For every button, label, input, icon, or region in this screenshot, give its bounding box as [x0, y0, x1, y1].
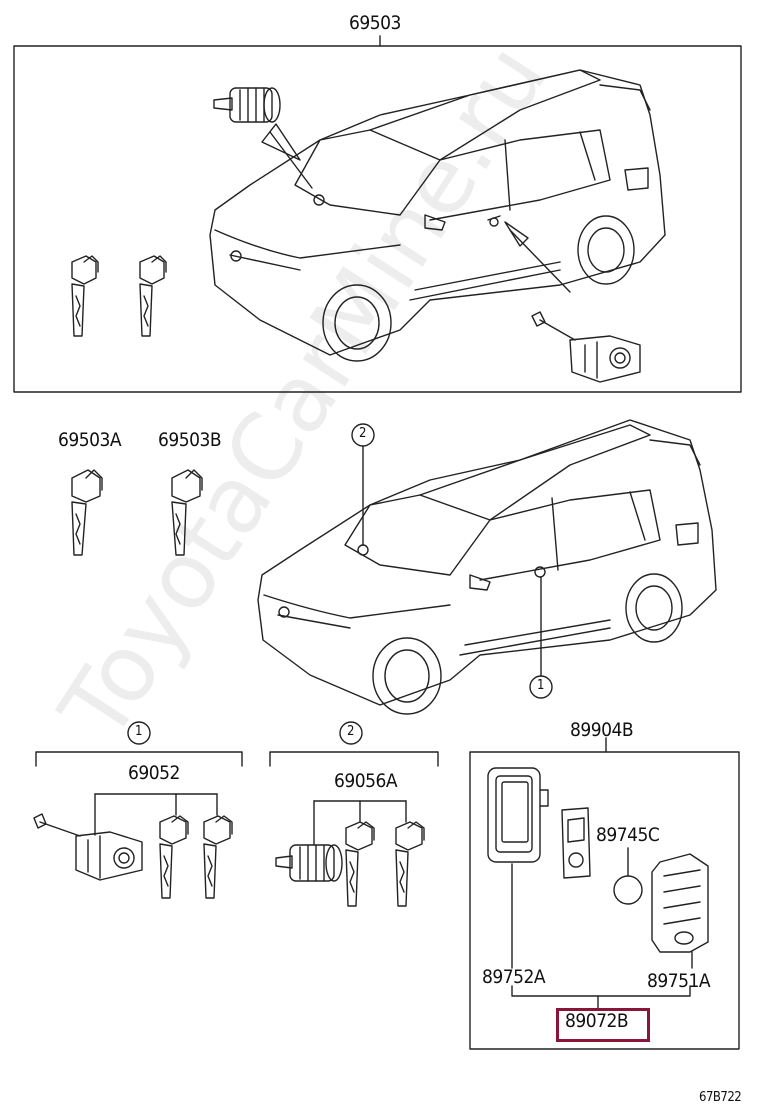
callout-1-circle	[529, 675, 553, 699]
group2-key-2	[395, 821, 425, 907]
label-69052[interactable]: 69052	[128, 762, 180, 784]
top-lock-cylinder	[213, 87, 281, 123]
figure-code: 67B722	[699, 1090, 742, 1105]
transmitter-bracket	[511, 985, 691, 997]
group1-bracket	[35, 751, 243, 767]
label-89904b[interactable]: 89904B	[570, 719, 634, 741]
smartkey-case	[487, 767, 549, 863]
smartkey-frame	[469, 751, 740, 1050]
callout-2-circle	[351, 423, 375, 447]
label-89072b[interactable]: 89072B	[565, 1010, 629, 1032]
group2-number: 2	[347, 724, 354, 739]
mechanical-key-insert	[561, 807, 591, 879]
battery-coin	[613, 875, 643, 905]
group1-circle	[127, 721, 151, 745]
label-69056a[interactable]: 69056A	[334, 770, 398, 792]
top-car-illustration	[209, 69, 666, 362]
transmitter-highlight-box	[556, 1008, 650, 1042]
label-69503a[interactable]: 69503A	[58, 429, 122, 451]
group2-leaders	[313, 800, 407, 846]
group2-bracket	[269, 751, 439, 767]
callout-1-number: 1	[537, 678, 544, 693]
label-89751a[interactable]: 89751A	[647, 970, 711, 992]
label-89752a[interactable]: 89752A	[482, 966, 546, 988]
arrow-door	[509, 229, 571, 293]
middle-car-illustration	[257, 419, 717, 715]
group1-key-1	[159, 815, 189, 899]
label-69503b[interactable]: 69503B	[158, 429, 222, 451]
group1-leaders	[94, 793, 218, 836]
callout-2-number: 2	[359, 426, 366, 441]
smartkey-remote	[651, 853, 709, 953]
group1-key-2	[203, 815, 233, 899]
label-69503[interactable]: 69503	[349, 12, 401, 34]
arrow-ignition	[269, 131, 313, 189]
mid-key-b	[171, 469, 203, 556]
group1-door-lock	[33, 813, 143, 881]
group2-lock-cylinder	[275, 844, 343, 882]
group1-number: 1	[135, 724, 142, 739]
top-door-lock-actuator	[531, 311, 641, 383]
top-key-1	[71, 255, 99, 337]
mid-key-a	[71, 469, 103, 556]
group2-circle	[339, 721, 363, 745]
top-frame	[13, 45, 742, 393]
top-key-2	[139, 255, 167, 337]
group2-key-1	[345, 821, 375, 907]
label-89745c[interactable]: 89745C	[596, 824, 660, 846]
